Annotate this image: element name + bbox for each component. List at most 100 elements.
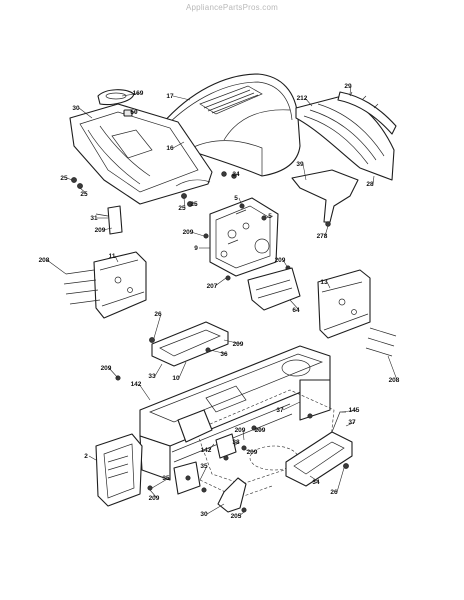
callout-label: 26 bbox=[330, 489, 338, 496]
callout-leader bbox=[345, 421, 356, 427]
bracket-33-part bbox=[149, 321, 229, 367]
callout-label: 25 bbox=[178, 205, 186, 212]
callout-leader bbox=[309, 475, 320, 483]
callout-leader bbox=[114, 255, 119, 263]
callout-leader bbox=[304, 97, 313, 107]
callout-label: 37 bbox=[276, 407, 284, 414]
callout-leader bbox=[265, 215, 274, 219]
callout-label: 209 bbox=[183, 229, 194, 236]
callout-leader bbox=[336, 467, 345, 493]
callout-label: 10 bbox=[172, 375, 180, 382]
watermark: AppliancePartsPros.com bbox=[186, 3, 278, 12]
callout-leader bbox=[242, 429, 245, 441]
callout-label: 29 bbox=[344, 83, 352, 90]
callout-label: 209 bbox=[247, 449, 258, 456]
callout-label: 25 bbox=[190, 201, 198, 208]
bolt-hardware-lower bbox=[115, 375, 313, 493]
callout-leader bbox=[324, 225, 329, 237]
callout-label: 2 bbox=[84, 453, 88, 460]
callout-label: 5 bbox=[234, 195, 238, 202]
callout-leader bbox=[183, 197, 186, 209]
callout-label: 212 bbox=[297, 95, 308, 102]
bolt-hardware-208-right bbox=[365, 327, 397, 357]
callout-label: 209 bbox=[101, 365, 112, 372]
callout-label: 16 bbox=[166, 145, 174, 152]
callout-label: 205 bbox=[231, 513, 242, 520]
callout-label: 50 bbox=[130, 109, 138, 116]
callout-label: 9 bbox=[194, 245, 198, 252]
callout-leader bbox=[172, 141, 185, 149]
callout-leader bbox=[154, 363, 163, 377]
callout-leader bbox=[245, 449, 256, 453]
callout-label: 30 bbox=[72, 105, 80, 112]
callout-label: 34 bbox=[312, 479, 320, 486]
callout-leader bbox=[79, 187, 88, 195]
callout-leader bbox=[206, 503, 225, 515]
bracket-142-part bbox=[173, 409, 237, 495]
callout-leader bbox=[233, 441, 240, 447]
callout-leader bbox=[238, 197, 243, 207]
callout-leader bbox=[387, 355, 398, 381]
callout-label: 208 bbox=[389, 377, 400, 384]
callout-label: 209 bbox=[233, 341, 244, 348]
pedal-2-part bbox=[95, 433, 143, 507]
callout-label: 208 bbox=[39, 257, 50, 264]
callout-label: 64 bbox=[292, 307, 300, 314]
callout-leader bbox=[121, 92, 142, 97]
callout-label: 38 bbox=[232, 439, 240, 446]
callout-label: 209 bbox=[275, 257, 286, 264]
callout-leader bbox=[153, 313, 162, 339]
callout-label: 30 bbox=[200, 511, 208, 518]
callout-label: 28 bbox=[366, 181, 374, 188]
callout-label: 5 bbox=[268, 213, 272, 220]
callout-label: 37 bbox=[348, 419, 356, 426]
lever-30-part bbox=[217, 477, 247, 513]
callout-leader bbox=[102, 227, 113, 231]
callout-label: 25 bbox=[60, 175, 68, 182]
callout-leader bbox=[214, 277, 227, 287]
callout-label: 209 bbox=[235, 427, 246, 434]
callout-label: 142 bbox=[131, 381, 142, 388]
fender-part bbox=[69, 103, 213, 205]
callout-label: 33 bbox=[148, 373, 156, 380]
callout-label: 26 bbox=[154, 311, 162, 318]
callout-label: 39 bbox=[296, 161, 304, 168]
callout-leader bbox=[302, 163, 307, 181]
callout-leader bbox=[78, 107, 93, 119]
callout-leader bbox=[209, 349, 228, 355]
callout-leader bbox=[190, 231, 205, 237]
callout-label: 35 bbox=[200, 463, 208, 470]
callout-leader bbox=[46, 259, 67, 275]
callout-label: 25 bbox=[80, 191, 88, 198]
callout-leader bbox=[282, 259, 289, 269]
left-side-plate-part bbox=[93, 251, 147, 319]
pedal-34-part bbox=[285, 411, 353, 487]
callout-layer: 1693050252531209208111617242525292122839… bbox=[39, 83, 400, 520]
callout-label: 169 bbox=[133, 90, 144, 97]
callout-leader bbox=[208, 443, 215, 451]
callout-label: 31 bbox=[90, 215, 98, 222]
callout-leader bbox=[88, 455, 97, 461]
bolt-hardware-208-left bbox=[63, 269, 101, 305]
callout-label: 209 bbox=[255, 427, 266, 434]
callout-leader bbox=[282, 401, 301, 411]
callout-label: 13 bbox=[320, 279, 328, 286]
callout-label: 142 bbox=[201, 447, 212, 454]
callout-leader bbox=[199, 465, 208, 481]
callout-label: 209 bbox=[149, 495, 160, 502]
callout-leader bbox=[289, 299, 300, 311]
callout-label: 17 bbox=[166, 93, 174, 100]
callout-leader bbox=[326, 281, 331, 289]
right-side-plate-part bbox=[317, 269, 371, 339]
callout-leader bbox=[223, 339, 242, 345]
side-panel-part bbox=[295, 91, 397, 181]
bracket-31-part bbox=[95, 205, 123, 235]
callout-leader bbox=[178, 361, 187, 379]
callout-leader bbox=[238, 511, 245, 517]
dash-panel-part bbox=[209, 197, 279, 277]
callout-leader bbox=[151, 477, 170, 489]
callout-leader bbox=[172, 95, 191, 101]
callout-leader bbox=[149, 489, 158, 499]
callout-label: 209 bbox=[95, 227, 106, 234]
callout-label: 278 bbox=[317, 233, 328, 240]
